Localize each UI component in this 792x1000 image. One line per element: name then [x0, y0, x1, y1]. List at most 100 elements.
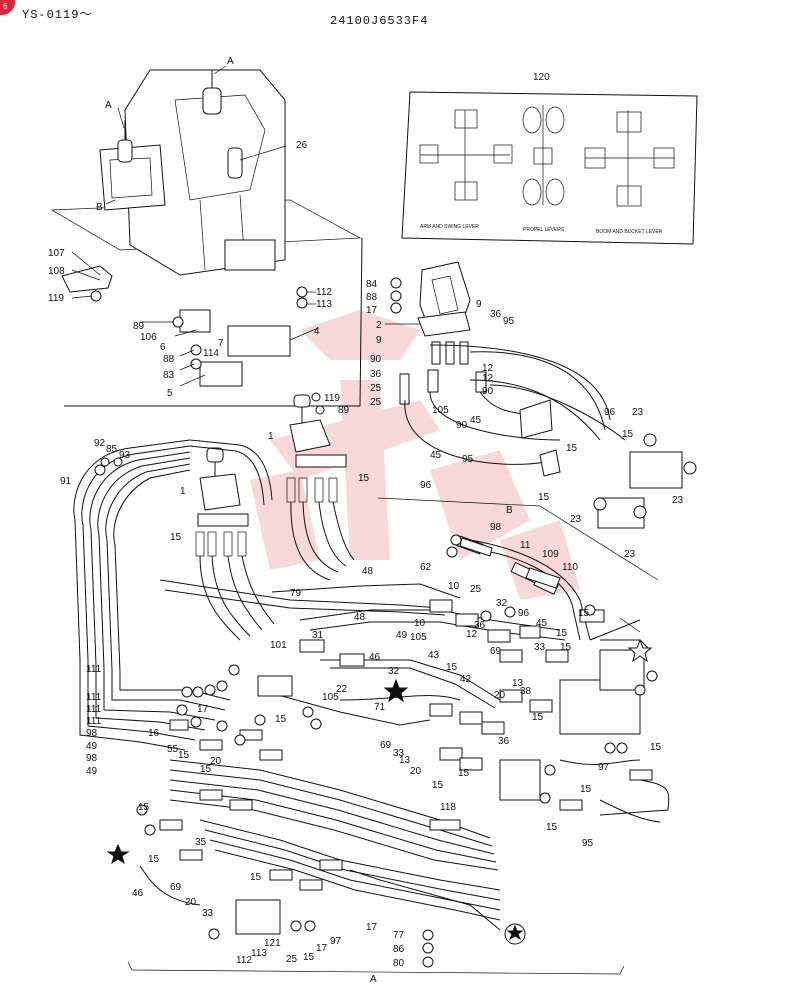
part-callout: 35 — [195, 837, 207, 848]
part-callout: 88 — [366, 292, 378, 303]
part-callout: 107 — [48, 248, 65, 259]
part-callout: 105 — [322, 692, 339, 703]
legend-caption-2: PROPEL LEVERS — [523, 227, 565, 233]
inset-callouts: 26 107 108 119 112 113 89 106 6 7 4 88 1… — [48, 140, 332, 399]
part-callout: 90 — [370, 354, 382, 365]
part-callout: 15 — [580, 784, 592, 795]
part-callout: 90 — [456, 420, 468, 431]
part-callout: 9 — [376, 335, 382, 346]
part-callout: 36 — [370, 369, 382, 380]
part-callout: 55 — [167, 744, 179, 755]
part-callout: 17 — [197, 704, 209, 715]
part-callout: 13 — [512, 678, 524, 689]
part-callout: 33 — [202, 908, 214, 919]
part-callout: 36 — [474, 620, 486, 631]
part-callout: 25 — [370, 383, 382, 394]
part-callout: 33 — [534, 642, 546, 653]
part-callout: 42 — [460, 674, 472, 685]
part-callout: 98 — [86, 753, 98, 764]
part-callout: 46 — [369, 652, 381, 663]
part-callout: 111 — [86, 716, 102, 727]
part-callout: 106 — [140, 332, 157, 343]
part-callout: 25 — [286, 954, 298, 965]
part-callout: 12 — [482, 363, 494, 374]
legend-caption-1: ARM AND SWING LEVER — [420, 224, 479, 230]
part-callout: 89 — [133, 321, 145, 332]
part-callout: 112 — [316, 287, 332, 298]
view-marker-b-inset: B — [96, 202, 103, 213]
part-callout: 101 — [270, 640, 287, 651]
part-callout: 89 — [338, 405, 350, 416]
part-callout: 1 — [180, 486, 186, 497]
part-callout: 23 — [672, 495, 684, 506]
part-callout: 62 — [420, 562, 432, 573]
view-marker-a2: A — [227, 56, 234, 67]
part-callout: 119 — [48, 293, 64, 304]
corner-badge-label: 6 — [3, 2, 8, 11]
part-callout: 25 — [470, 584, 482, 595]
cab-inset — [50, 65, 363, 407]
pedal-valve-group — [377, 261, 697, 581]
part-callout: 15 — [578, 608, 590, 619]
lever-pattern-legend: ARM AND SWING LEVER PROPEL LEVERS BOOM A… — [401, 91, 698, 245]
part-callout: 93 — [119, 450, 131, 461]
part-callout: 12 — [466, 629, 478, 640]
part-callout: 32 — [496, 598, 508, 609]
part-callout: 17 — [316, 943, 328, 954]
part-callout: 5 — [167, 388, 173, 399]
part-callout: 12 — [482, 373, 494, 384]
view-marker-a-bottom: A — [370, 974, 377, 985]
part-callout: 15 — [138, 802, 150, 813]
part-callout: 15 — [303, 952, 315, 963]
part-callout: 105 — [432, 405, 449, 416]
part-callout: 79 — [290, 588, 302, 599]
part-callout: 119 — [324, 393, 340, 404]
part-callout: 20 — [210, 756, 222, 767]
part-callout: 15 — [170, 532, 182, 543]
part-callout: 15 — [622, 429, 634, 440]
part-callout: 86 — [393, 944, 405, 955]
part-callout: 11 — [520, 540, 531, 551]
part-callout: 84 — [366, 279, 378, 290]
part-callout: 48 — [354, 612, 366, 623]
part-callout: 4 — [314, 326, 320, 337]
main-components — [94, 457, 658, 975]
part-callout: 13 — [399, 755, 411, 766]
part-callout: 15 — [458, 768, 470, 779]
part-callout: 110 — [562, 562, 578, 573]
part-callout: 43 — [428, 650, 440, 661]
part-callout: 69 — [490, 646, 502, 657]
part-callout: 121 — [264, 938, 281, 949]
legend-caption-3: BOOM AND BUCKET LEVER — [596, 229, 663, 235]
part-callout: 45 — [470, 415, 482, 426]
part-callout: 15 — [250, 872, 262, 883]
part-callout: 97 — [598, 762, 610, 773]
control-levers — [195, 392, 347, 557]
part-callout: 38 — [520, 686, 532, 697]
part-callout: 15 — [556, 628, 568, 639]
part-callout: 36 — [490, 309, 502, 320]
drawing-number: 24100J6533F4 — [330, 14, 428, 28]
part-callout: 17 — [366, 922, 378, 933]
part-callout: 20 — [494, 690, 506, 701]
part-callout: 45 — [430, 450, 442, 461]
part-callout: 105 — [410, 632, 427, 643]
part-callout: 111 — [86, 692, 102, 703]
part-callout: 15 — [432, 780, 444, 791]
hose-bundle — [73, 439, 670, 931]
part-callout: 118 — [440, 802, 456, 813]
part-callout: 26 — [296, 140, 308, 151]
part-callout: 71 — [374, 702, 386, 713]
part-callout: 31 — [312, 630, 324, 641]
part-callout: 23 — [570, 514, 582, 525]
part-callout: 15 — [275, 714, 287, 725]
valve-callouts: 84 88 17 2 9 36 95 9 90 12 36 25 12 25 9… — [366, 279, 684, 560]
part-callout: 112 — [236, 955, 252, 966]
part-callout: 96 — [604, 407, 616, 418]
serial-range: YS-0119～ — [22, 8, 92, 22]
part-callout: 32 — [388, 666, 400, 677]
part-callout: 20 — [185, 897, 197, 908]
part-callout: 45 — [536, 618, 548, 629]
part-callout: 15 — [566, 443, 578, 454]
